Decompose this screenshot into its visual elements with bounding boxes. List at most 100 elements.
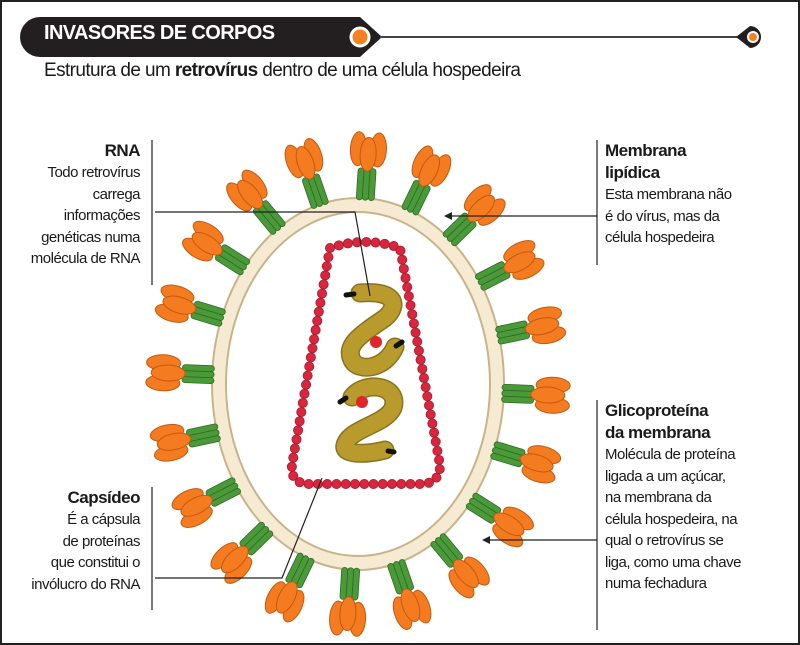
capsideo-text: É a cápsula [67,511,140,528]
glycoprotein-head [162,295,197,315]
glycoprotein-spike [387,559,432,630]
glycoprotein-head [295,146,316,180]
capsid-bead [370,237,381,248]
capsid-bead [340,478,351,489]
glycoprotein-stalk [465,502,495,524]
glycoprotein-head [359,136,377,172]
capsid-bead [398,263,409,274]
glycoprotein-head [519,453,554,473]
capsid-bead [294,477,305,488]
capsid-bead [377,478,388,489]
glycoprotein-spike [226,169,286,235]
glycoprotein-spike [329,566,367,637]
header-orange-dot [349,26,371,48]
glycoprotein-spike [501,376,571,414]
subtitle-text: dentro de uma célula hospedeira [257,60,521,81]
rna-text: Todo retrovírus [47,164,140,181]
capsid-bead [415,354,426,365]
capsid-bead [397,254,408,265]
glycoprotein-spike [210,521,274,584]
glicoproteina-text: qual o retrovírus se [605,532,724,549]
glycoprotein-spike [154,284,226,327]
capsid-bead [396,478,407,489]
glycoprotein-stalk [497,332,530,345]
glycoprotein-spike [182,220,251,276]
glycoprotein-spike [475,240,545,291]
capsid-bead [301,379,312,390]
glycoprotein-spike [442,184,506,247]
capsid-bead [425,409,436,420]
glycoprotein-spike [284,138,329,209]
capsid-bead [387,478,398,489]
glycoprotein-stalk [194,300,226,316]
capsideo-leader-line [155,477,323,579]
glicoproteina-text: numa fechadura [605,575,707,592]
glycoprotein-spike [171,477,241,528]
capsid-bead [286,461,297,472]
capsid-bead [304,361,315,372]
glycoprotein-spike [264,552,315,623]
membrana-title: lipídica [605,163,660,182]
capsid-bead [403,291,414,302]
glycoprotein-head [180,494,213,517]
capsid-bead [333,240,344,251]
capsid-bead [429,427,440,438]
capsideo-label: Capsídeo É a cápsula de proteínas que co… [31,487,140,595]
glycoprotein-spike [349,131,387,202]
membrana-label: Membrana lipídica Esta membrana não é do… [605,140,732,249]
membrana-text: é do vírus, mas da [605,207,720,225]
glycoprotein-stalk [339,566,349,600]
glycoprotein-stalk [412,185,431,216]
capsid-bead [303,478,314,489]
capsideo-text: invólucro do RNA [31,575,140,593]
capsid-bead [312,315,323,326]
capsid-bead [313,306,324,317]
glycoprotein-spike [495,306,567,345]
capsid-bead [431,472,442,483]
glycoprotein-head [339,596,357,632]
capsid-bead [420,382,431,393]
capsid-bead [388,241,399,252]
membrana-title: Membrana [605,141,687,160]
glycoprotein-spike [145,354,215,392]
glicoproteina-text: Molécula de proteína [605,446,736,463]
capsid-bead [296,407,307,418]
glycoprotein-stalk [430,540,454,568]
capsid-bead [309,334,320,345]
rna-end-cap [343,291,357,298]
membrana-text: célula hospedeira [605,229,715,246]
capsid-bead [402,282,413,293]
glycoprotein-head [503,251,536,274]
capsid-bead [289,443,300,454]
membrana-arrowhead [444,212,452,220]
glycoprotein-head [220,545,249,574]
capsid-bead [307,343,318,354]
enzyme-dot [356,396,368,408]
capsid-bead [408,318,419,329]
rna-end-cap [337,395,349,405]
glycoprotein-head [191,231,223,256]
capsid-bead [324,242,335,253]
glicoproteina-text: na membrana da [605,489,712,506]
capsid-bead [412,336,423,347]
capsid-bead [288,452,299,463]
rna-title: RNA [104,141,141,160]
membrana-text: Esta membrana não [605,186,732,203]
capsid-bead [359,478,370,489]
capsid-bead [395,245,406,256]
capsid-bead [297,397,308,408]
glycoprotein-stalk [480,271,511,291]
capsideo-text: que constitui o [50,554,141,571]
rna-text: carrega [92,185,141,203]
capsideo-text: de proteínas [62,532,141,550]
capsid-bead [299,388,310,399]
glycoprotein-head [452,559,479,589]
glycoprotein-spike [401,145,452,216]
capsid-bead [414,478,425,489]
rna-leader-line [155,211,371,297]
glycoprotein-head [237,179,264,209]
capsid-bead [379,238,390,249]
glicoproteina-text: ligada a um açúcar, [605,467,726,485]
